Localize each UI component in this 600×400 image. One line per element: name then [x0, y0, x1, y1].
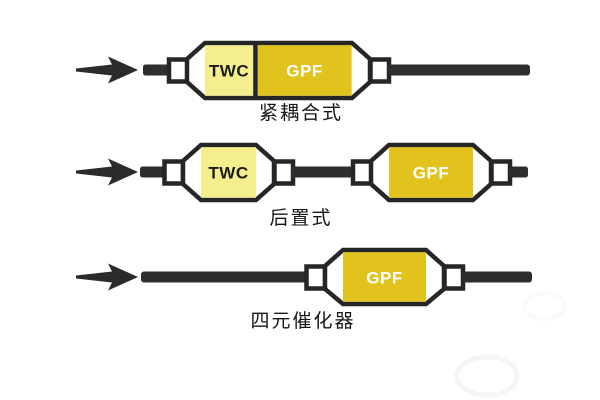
exhaust-pipe	[141, 271, 308, 283]
exhaust-pipe	[388, 64, 530, 76]
row-rear-mounted: TWC GPF 后置式	[76, 142, 528, 229]
row-caption: 后置式	[269, 207, 332, 229]
twc-substrate	[201, 147, 256, 198]
exhaust-pipe	[291, 166, 354, 178]
twc-substrate	[205, 45, 254, 96]
pipe-connector	[489, 159, 513, 186]
flow-arrow-icon	[76, 158, 138, 186]
twc-label: TWC	[208, 164, 248, 183]
pipe-connector	[442, 264, 466, 291]
gpf-substrate	[257, 45, 352, 96]
substrate-divider	[253, 43, 258, 98]
twc-label: TWC	[209, 62, 249, 81]
gpf-substrate	[343, 252, 426, 302]
row-close-coupled: TWC GPF 紧耦合式	[76, 40, 530, 124]
flow-arrow-icon	[76, 56, 138, 84]
exhaust-pipe	[143, 64, 173, 76]
pipe-connector	[368, 57, 392, 84]
gpf-substrate	[389, 147, 473, 198]
pipe-connector	[350, 159, 374, 186]
gpf-label: GPF	[286, 62, 322, 81]
exhaust-pipe	[140, 166, 167, 178]
pipe-connector	[304, 264, 328, 291]
row-four-way-catalyst: GPF 四元催化器	[76, 247, 532, 332]
pipe-connector	[272, 159, 296, 186]
row-caption: 四元催化器	[250, 310, 355, 332]
pipe-connector	[162, 159, 186, 186]
row-caption: 紧耦合式	[259, 102, 343, 124]
flow-arrow-icon	[76, 263, 138, 291]
gpf-label: GPF	[366, 269, 402, 288]
gpf-label: GPF	[413, 164, 449, 183]
exhaust-pipe	[462, 271, 532, 283]
pipe-connector	[166, 57, 190, 84]
exhaust-pipe	[509, 166, 528, 178]
watermark	[454, 291, 567, 398]
